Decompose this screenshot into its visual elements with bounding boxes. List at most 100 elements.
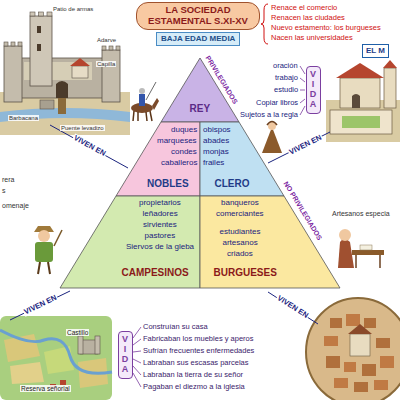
part-label: Capilla <box>96 61 116 68</box>
group-name: CAMPESINOS <box>122 267 189 278</box>
cropped-text: rera <box>2 176 14 184</box>
castle-illustration-part <box>58 98 66 114</box>
member-name: condes <box>171 148 197 157</box>
knight-figure-part <box>133 111 134 121</box>
knight-figure-part <box>146 82 156 100</box>
city-illustration-part <box>376 338 390 348</box>
castle-illustration-part <box>56 81 68 98</box>
part-label: Adarve <box>96 37 117 44</box>
monk-figure-part <box>267 122 277 126</box>
castle-illustration-part <box>11 42 15 46</box>
fief-map-part <box>78 336 83 354</box>
part-label: Barbacana <box>8 115 39 122</box>
knight-figure <box>131 82 159 121</box>
leader-line-part <box>300 90 305 91</box>
member-name: obispos <box>203 126 231 135</box>
monastery-illustration-part <box>340 78 380 108</box>
castle-illustration-part <box>109 46 113 50</box>
fief-map-part <box>95 336 100 354</box>
castle-illustration-part <box>116 46 120 50</box>
city-illustration-part <box>326 356 340 368</box>
member-name: sirvientes <box>143 221 177 230</box>
craftsman-figure-part <box>339 229 351 241</box>
craftsman-figure <box>338 229 384 268</box>
vertical-heading: VIDA <box>310 70 317 110</box>
member-name: pastores <box>145 232 176 241</box>
peasant-figure <box>34 226 62 274</box>
monk-figure-part <box>268 122 276 130</box>
pyramid-shape-fill <box>116 122 200 196</box>
monastery-illustration-part <box>352 94 360 108</box>
city-illustration-part <box>374 380 388 390</box>
leader-line-part <box>300 78 305 82</box>
list-item: Sufrían frecuentes enfermedades <box>143 347 254 355</box>
fief-map-part <box>10 362 44 384</box>
pyramid-shape-fill <box>200 196 340 288</box>
member-name: leñadores <box>143 210 178 219</box>
leader-line-part <box>133 327 141 338</box>
part-label: Patio de armas <box>52 6 94 13</box>
knight-figure-part <box>137 112 139 121</box>
line-label: VIVEN EN <box>71 134 107 159</box>
leader-line-part <box>133 339 141 345</box>
line-label: VIVEN EN <box>22 293 59 317</box>
member-name: criados <box>227 250 253 259</box>
heading-box: EL M <box>362 44 389 58</box>
member-name: frailes <box>203 159 224 168</box>
craftsman-figure-part <box>338 239 354 268</box>
castle-illustration-part <box>102 50 120 102</box>
castle-illustration <box>0 12 130 135</box>
title-text: LA SOCIEDAD ESTAMENTAL S.XI-XV <box>148 4 248 26</box>
leader-line-part <box>268 292 318 324</box>
leader-line-part <box>133 359 141 363</box>
castle-illustration-part <box>30 16 52 86</box>
line-label: VIVEN EN <box>287 133 324 157</box>
brace-part <box>261 4 268 44</box>
craftsman-figure-part <box>355 255 357 268</box>
monastery-illustration <box>326 60 400 142</box>
list-item: oración <box>273 62 298 70</box>
leader-line-part <box>133 373 141 387</box>
knight-figure-part <box>150 111 152 121</box>
title-box: LA SOCIEDAD ESTAMENTAL S.XI-XV <box>136 2 260 30</box>
group-name: BURGUESES <box>214 267 277 278</box>
city-illustration-part <box>324 336 338 346</box>
city-illustration-part <box>346 314 360 326</box>
member-name: estudiantes <box>220 228 261 237</box>
castle-illustration-part <box>37 26 41 33</box>
list-item: Pagaban el diezmo a la iglesia <box>143 383 245 391</box>
monk-figure-part <box>262 127 282 153</box>
peasant-figure-part <box>38 262 40 274</box>
castle-illustration-part <box>47 12 52 16</box>
castle-illustration-part <box>4 46 22 102</box>
period-box: BAJA EDAD MEDIA <box>156 32 240 46</box>
peasant-figure-part <box>35 242 53 262</box>
member-name: abades <box>203 137 229 146</box>
leader-line-part <box>133 366 141 375</box>
list-item: Sujetos a la regla <box>240 111 298 119</box>
craftsman-figure-part <box>379 255 381 268</box>
leader-line-part <box>133 351 141 352</box>
note-text: Nacen las universidades <box>271 34 353 42</box>
member-name: comerciantes <box>216 210 264 219</box>
pyramid-shape-fill <box>60 196 200 288</box>
note-text: Nuevo estamento: los burgueses <box>271 24 381 32</box>
cropped-text: Artesanos especia <box>332 210 390 218</box>
member-name: duques <box>171 126 197 135</box>
city-illustration-part <box>348 324 372 334</box>
pyramid-section: banqueroscomerciantesestudiantesartesano… <box>200 196 340 288</box>
knight-figure-part <box>152 98 159 110</box>
castle-illustration-part <box>4 42 8 46</box>
city-illustration-part <box>380 356 394 368</box>
castle-illustration-part <box>37 44 41 51</box>
city-illustration-part <box>306 298 400 400</box>
leader-line-part <box>300 66 305 74</box>
list-item: Copiar libros <box>256 99 298 107</box>
monastery-illustration-part <box>342 116 380 128</box>
leader-line-part <box>300 99 305 103</box>
city-illustration-part <box>330 318 342 328</box>
fief-map-part <box>0 330 112 373</box>
list-item: Labraban la tierra de su señor <box>143 371 243 379</box>
